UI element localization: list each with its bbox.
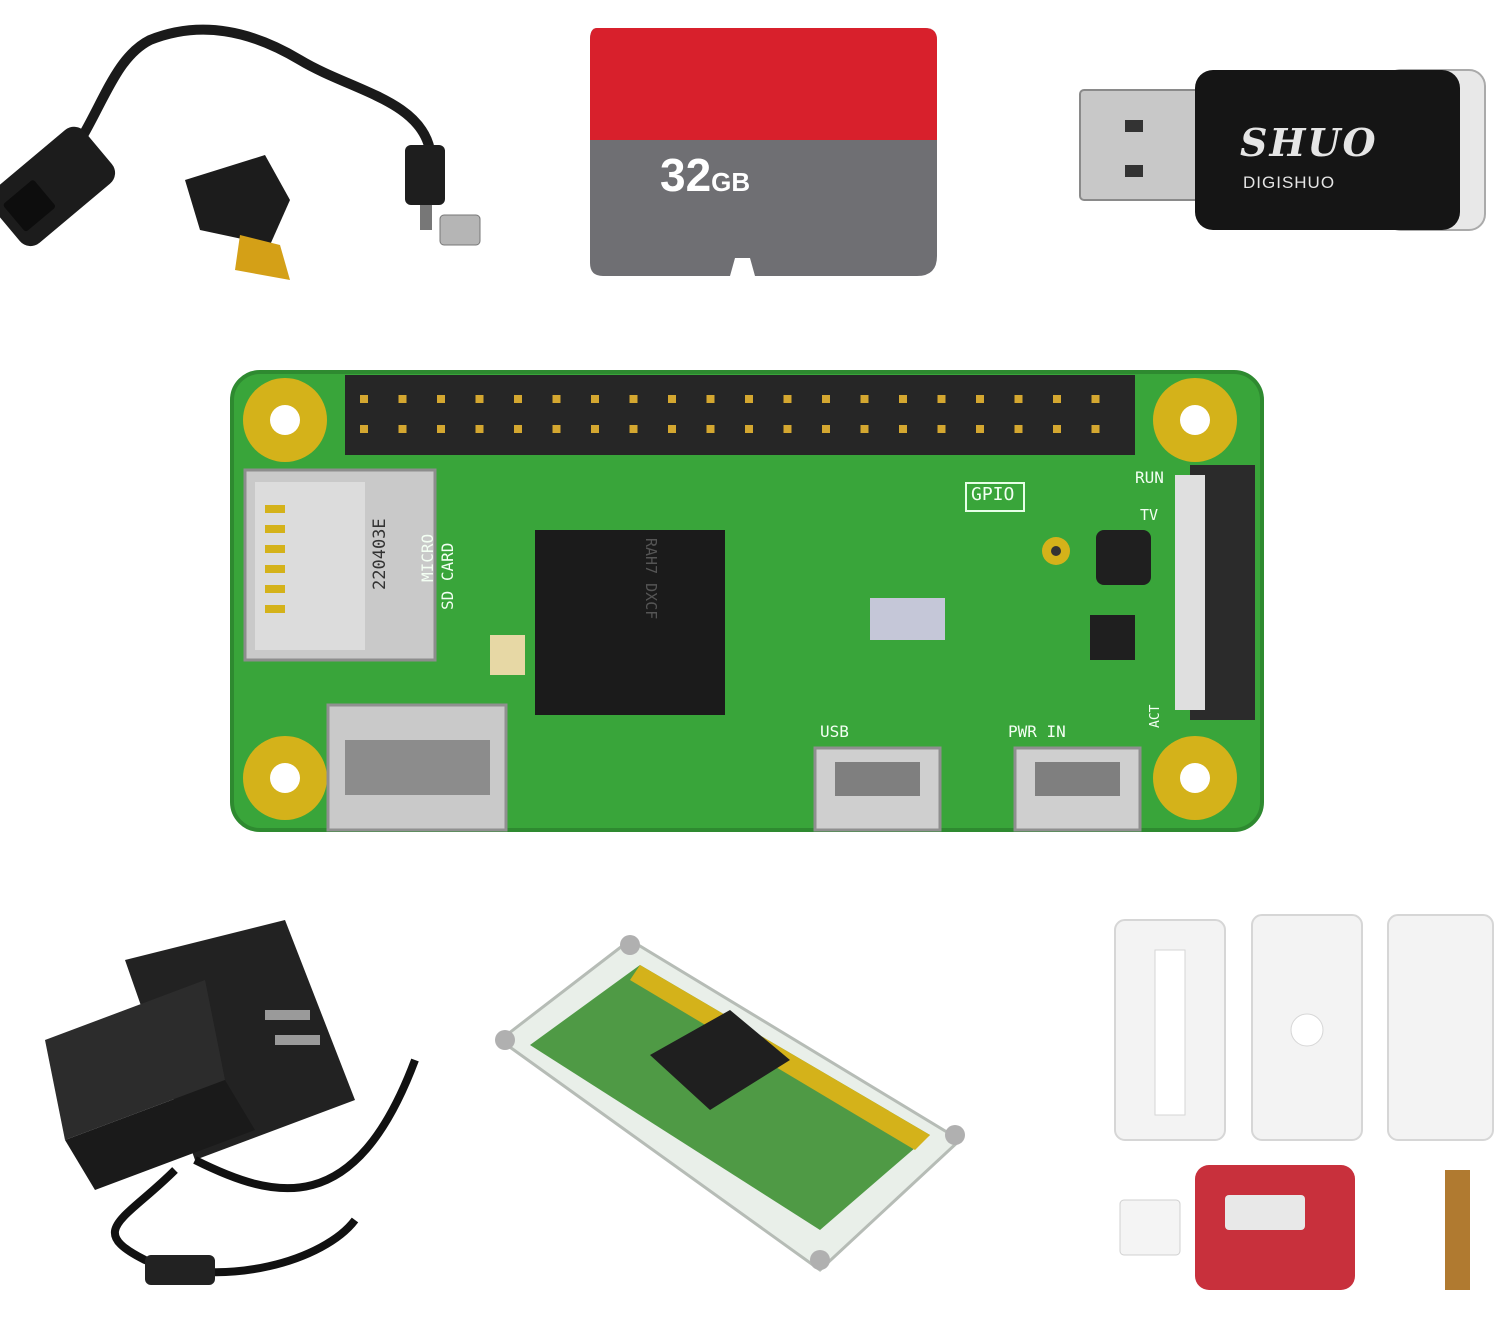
gpio-pin: [437, 425, 445, 433]
gpio-pin: [706, 425, 715, 433]
gpio-pin: [745, 395, 753, 403]
power-adapter-icon: [25, 900, 425, 1300]
sd-capacity-unit: GB: [711, 167, 751, 197]
gpio-pin: [552, 395, 561, 403]
gpio-pin: [591, 395, 599, 403]
gpio-pin: [475, 395, 484, 403]
gpio-pin: [398, 425, 407, 433]
sd-label-line1: MICRO: [418, 533, 437, 582]
microsd-card: 32GB: [585, 28, 945, 283]
tv-label: TV: [1140, 506, 1159, 524]
gpio-pin: [629, 395, 638, 403]
chip-text: RAH7 DXCF: [642, 538, 660, 620]
gpio-label: GPIO: [971, 484, 1015, 505]
pwr-label: PWR IN: [1008, 722, 1066, 741]
gpio-pin: [398, 395, 407, 403]
gpio-pin: [475, 425, 484, 433]
gpio-pin: [1053, 425, 1061, 433]
sd-code: 220403E: [370, 518, 390, 590]
gpio-pin: [668, 425, 676, 433]
gpio-pin: [976, 425, 984, 433]
gpio-pin: [629, 425, 638, 433]
gpio-pin: [745, 425, 753, 433]
hdmi-adapter-icon: [180, 150, 330, 290]
gpio-pin: [1091, 395, 1100, 403]
gpio-pin: [783, 425, 792, 433]
gpio-pin: [514, 395, 522, 403]
otg-cable-icon: [0, 20, 500, 300]
gpio-pin: [937, 395, 946, 403]
gpio-pin: [1053, 395, 1061, 403]
sd-label-line2: SD CARD: [438, 542, 457, 610]
gpio-pin: [899, 425, 907, 433]
acrylic-case-icon: [490, 930, 970, 1280]
gpio-pin: [360, 425, 368, 433]
usb-card-reader: SHUO DIGISHUO: [1075, 65, 1495, 235]
usb-reader-brand: DIGISHUO: [1243, 173, 1336, 192]
act-label: ACT: [1148, 704, 1163, 728]
gpio-pin: [1091, 425, 1100, 433]
gpio-pin: [1014, 395, 1023, 403]
gpio-pin: [668, 395, 676, 403]
gpio-pin: [437, 395, 445, 403]
gpio-pin: [822, 395, 830, 403]
raspberry-pi-zero-board: GPIO RUN TV MICRO SD CARD 220403E RAH7 D…: [230, 370, 1270, 840]
gpio-pin: [937, 425, 946, 433]
gpio-pin: [1014, 425, 1023, 433]
gpio-pin: [822, 425, 830, 433]
sd-capacity-number: 32: [660, 149, 712, 201]
usb-label: USB: [820, 722, 849, 741]
gpio-pin: [976, 395, 984, 403]
gpio-pin: [591, 425, 599, 433]
gpio-pin: [514, 425, 522, 433]
gpio-pin: [899, 395, 907, 403]
gpio-pin: [783, 395, 792, 403]
gpio-pin: [552, 425, 561, 433]
gpio-pin: [860, 395, 869, 403]
usb-reader-logo: SHUO: [1240, 120, 1378, 165]
gpio-pin: [706, 395, 715, 403]
gpio-pin: [860, 425, 869, 433]
run-label: RUN: [1135, 468, 1164, 487]
gpio-pin: [360, 395, 368, 403]
case-plates-icon: [1110, 910, 1500, 1310]
